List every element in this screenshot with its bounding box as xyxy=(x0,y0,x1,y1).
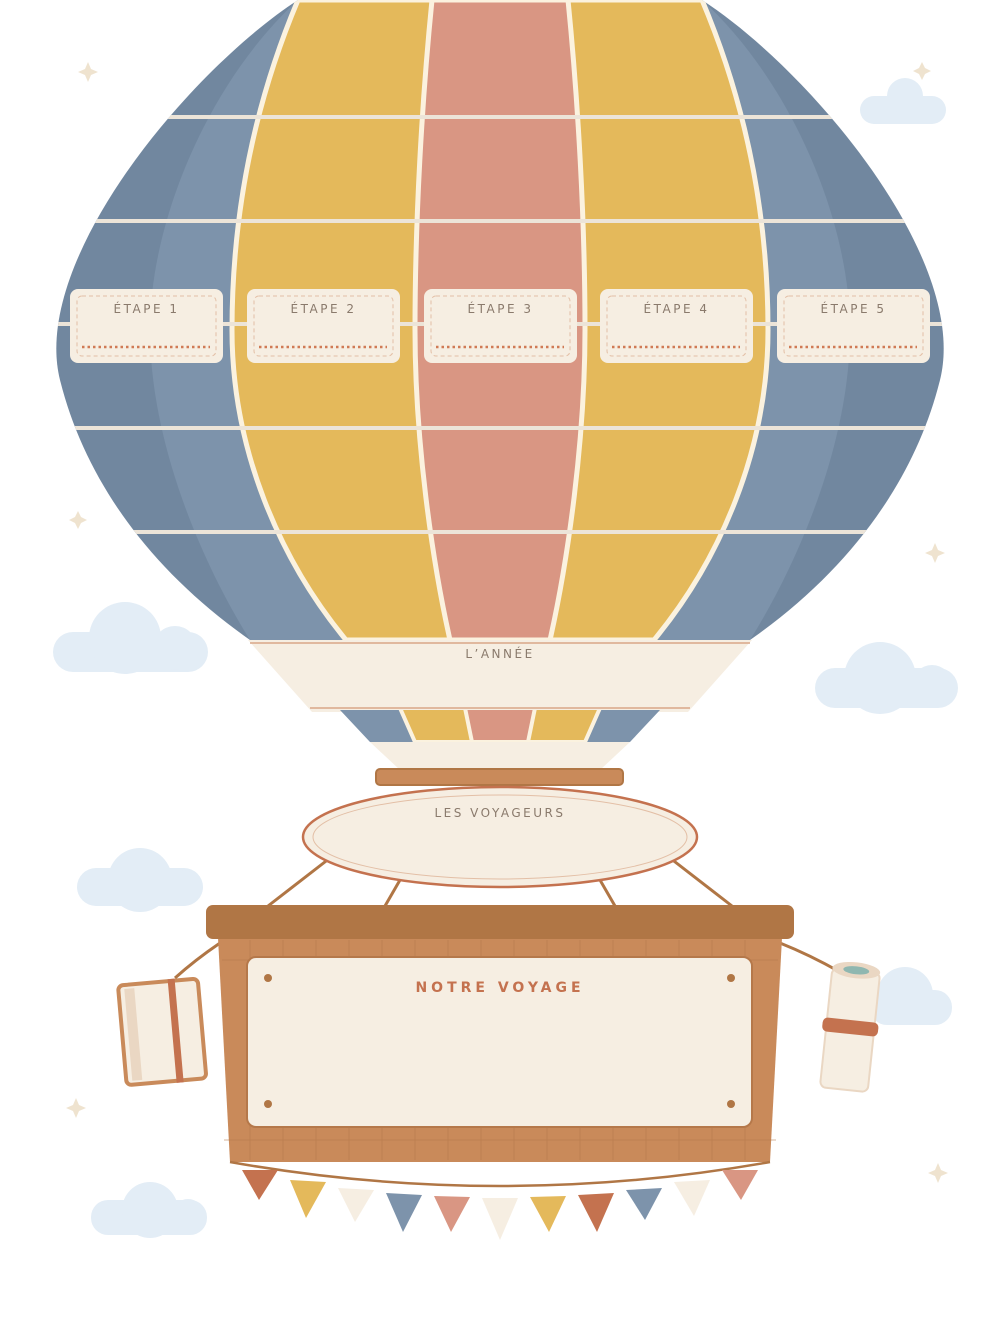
stage-cards: ÉTAPE 1 ÉTAPE 2 ÉTAPE 3 ÉTAPE 4 ÉTAPE 5 xyxy=(70,289,930,363)
stage-card-3[interactable]: ÉTAPE 3 xyxy=(424,289,577,363)
travelers-oval[interactable]: LES VOYAGEURS xyxy=(301,785,699,889)
sparkle-icon xyxy=(78,62,98,82)
rivet-icon xyxy=(727,1100,735,1108)
sparkle-decorations xyxy=(66,62,948,1183)
stage-card-4[interactable]: ÉTAPE 4 xyxy=(600,289,753,363)
stage-card-2[interactable]: ÉTAPE 2 xyxy=(247,289,400,363)
journey-plate[interactable]: NOTRE VOYAGE xyxy=(246,956,753,1128)
cloud-icon xyxy=(77,848,203,912)
ropes xyxy=(173,856,841,980)
balloon-skirt xyxy=(340,710,660,770)
sparkle-icon xyxy=(925,543,945,563)
cloud-icon xyxy=(815,642,958,714)
stage-card-1[interactable]: ÉTAPE 1 xyxy=(70,289,223,363)
stage-label: ÉTAPE 2 xyxy=(291,301,357,316)
rivet-icon xyxy=(264,974,272,982)
year-label: L’ANNÉE xyxy=(465,646,534,661)
sparkle-icon xyxy=(913,62,931,80)
clouds xyxy=(53,78,958,1238)
stage-card-5[interactable]: ÉTAPE 5 xyxy=(777,289,930,363)
sparkle-icon xyxy=(69,511,87,529)
cloud-icon xyxy=(91,1182,207,1238)
cloud-icon xyxy=(53,602,208,674)
rivet-icon xyxy=(727,974,735,982)
sparkle-icon xyxy=(66,1098,86,1118)
year-band[interactable]: L’ANNÉE xyxy=(248,640,752,712)
cloud-icon xyxy=(860,78,946,124)
stage-label: ÉTAPE 4 xyxy=(644,301,710,316)
sparkle-icon xyxy=(928,1163,948,1183)
travelers-label: LES VOYAGEURS xyxy=(434,806,565,820)
rivet-icon xyxy=(264,1100,272,1108)
burner-bar xyxy=(375,768,624,786)
cloud-icon xyxy=(870,967,952,1025)
stage-label: ÉTAPE 3 xyxy=(468,301,534,316)
stage-label: ÉTAPE 5 xyxy=(821,301,887,316)
stage-label: ÉTAPE 1 xyxy=(114,301,180,316)
basket-rim xyxy=(206,905,794,939)
basket: NOTRE VOYAGE xyxy=(206,905,794,1162)
bunting xyxy=(229,1160,771,1240)
scroll-icon xyxy=(819,961,881,1093)
journey-title: NOTRE VOYAGE xyxy=(415,980,584,996)
notebook-icon xyxy=(116,977,208,1087)
